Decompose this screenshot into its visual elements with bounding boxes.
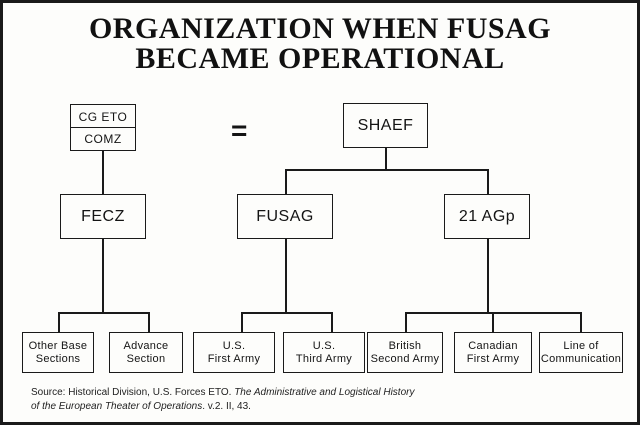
canadian-first-army-box: Canadian First Army (454, 332, 532, 373)
connector-fusag-down (285, 239, 287, 313)
fusag-label: FUSAG (256, 207, 314, 225)
connector-bar-british (405, 312, 407, 333)
cg-eto-box: CG ETO (70, 104, 136, 128)
21-agp-box: 21 AGp (444, 194, 530, 239)
other-base-sections-line-1: Other Base (28, 339, 88, 352)
fusag-box: FUSAG (237, 194, 333, 239)
shaef-label: SHAEF (357, 116, 414, 134)
source-suffix: . v.2. II, 43. (202, 401, 251, 412)
fecz-label: FECZ (81, 207, 125, 225)
advance-section-box: Advance Section (109, 332, 183, 373)
connector-bar-other-base (58, 312, 60, 333)
connector-fusag-bar (241, 312, 332, 314)
shaef-box: SHAEF (343, 103, 428, 148)
line-of-communication-line-1: Line of (563, 339, 599, 352)
equals-sign: = (231, 115, 248, 146)
connector-fecz-bar (58, 312, 149, 314)
advance-section-line-2: Section (126, 352, 166, 365)
us-third-army-line-1: U.S. (312, 339, 336, 352)
connector-bar-third-army (331, 312, 333, 333)
connector-bar-advance (148, 312, 150, 333)
connector-bar-fusag (285, 169, 287, 195)
us-third-army-box: U.S. Third Army (283, 332, 365, 373)
line-of-communication-line-2: Communication (540, 352, 622, 365)
comz-label: COMZ (84, 132, 122, 146)
us-first-army-line-2: First Army (207, 352, 261, 365)
canadian-first-army-line-2: First Army (466, 352, 520, 365)
other-base-sections-box: Other Base Sections (22, 332, 94, 373)
21-agp-label: 21 AGp (458, 207, 516, 225)
british-second-army-line-2: Second Army (370, 352, 440, 365)
source-citation: Source: Historical Division, U.S. Forces… (31, 386, 621, 414)
us-first-army-line-1: U.S. (222, 339, 246, 352)
source-work-title-1: The Administrative and Logistical Histor… (234, 387, 415, 398)
canadian-first-army-line-1: Canadian (468, 339, 518, 352)
us-first-army-box: U.S. First Army (193, 332, 275, 373)
diagram-title-line-2: BECAME OPERATIONAL (135, 42, 505, 75)
us-third-army-line-2: Third Army (295, 352, 353, 365)
connector-fecz-down (102, 239, 104, 313)
british-second-army-line-1: British (388, 339, 422, 352)
source-work-title-2: of the European Theater of Operations (31, 401, 203, 412)
connector-21agp-down (487, 239, 489, 313)
connector-bar-21agp (487, 169, 489, 195)
other-base-sections-line-2: Sections (35, 352, 81, 365)
line-of-communication-box: Line of Communication (539, 332, 623, 373)
british-second-army-box: British Second Army (367, 332, 443, 373)
source-prefix: Source: Historical Division, U.S. Forces… (31, 387, 235, 398)
fecz-box: FECZ (60, 194, 146, 239)
diagram-title-line-1: ORGANIZATION WHEN FUSAG (88, 12, 552, 45)
connector-bar-canadian (492, 312, 494, 333)
connector-shaef-down (385, 148, 387, 170)
connector-bar-first-army (241, 312, 243, 333)
connector-shaef-bar (285, 169, 488, 171)
connector-comz-fecz (102, 151, 104, 195)
cg-eto-label: CG ETO (78, 109, 128, 124)
connector-bar-loc (580, 312, 582, 333)
comz-box: COMZ (70, 127, 136, 151)
advance-section-line-1: Advance (123, 339, 169, 352)
